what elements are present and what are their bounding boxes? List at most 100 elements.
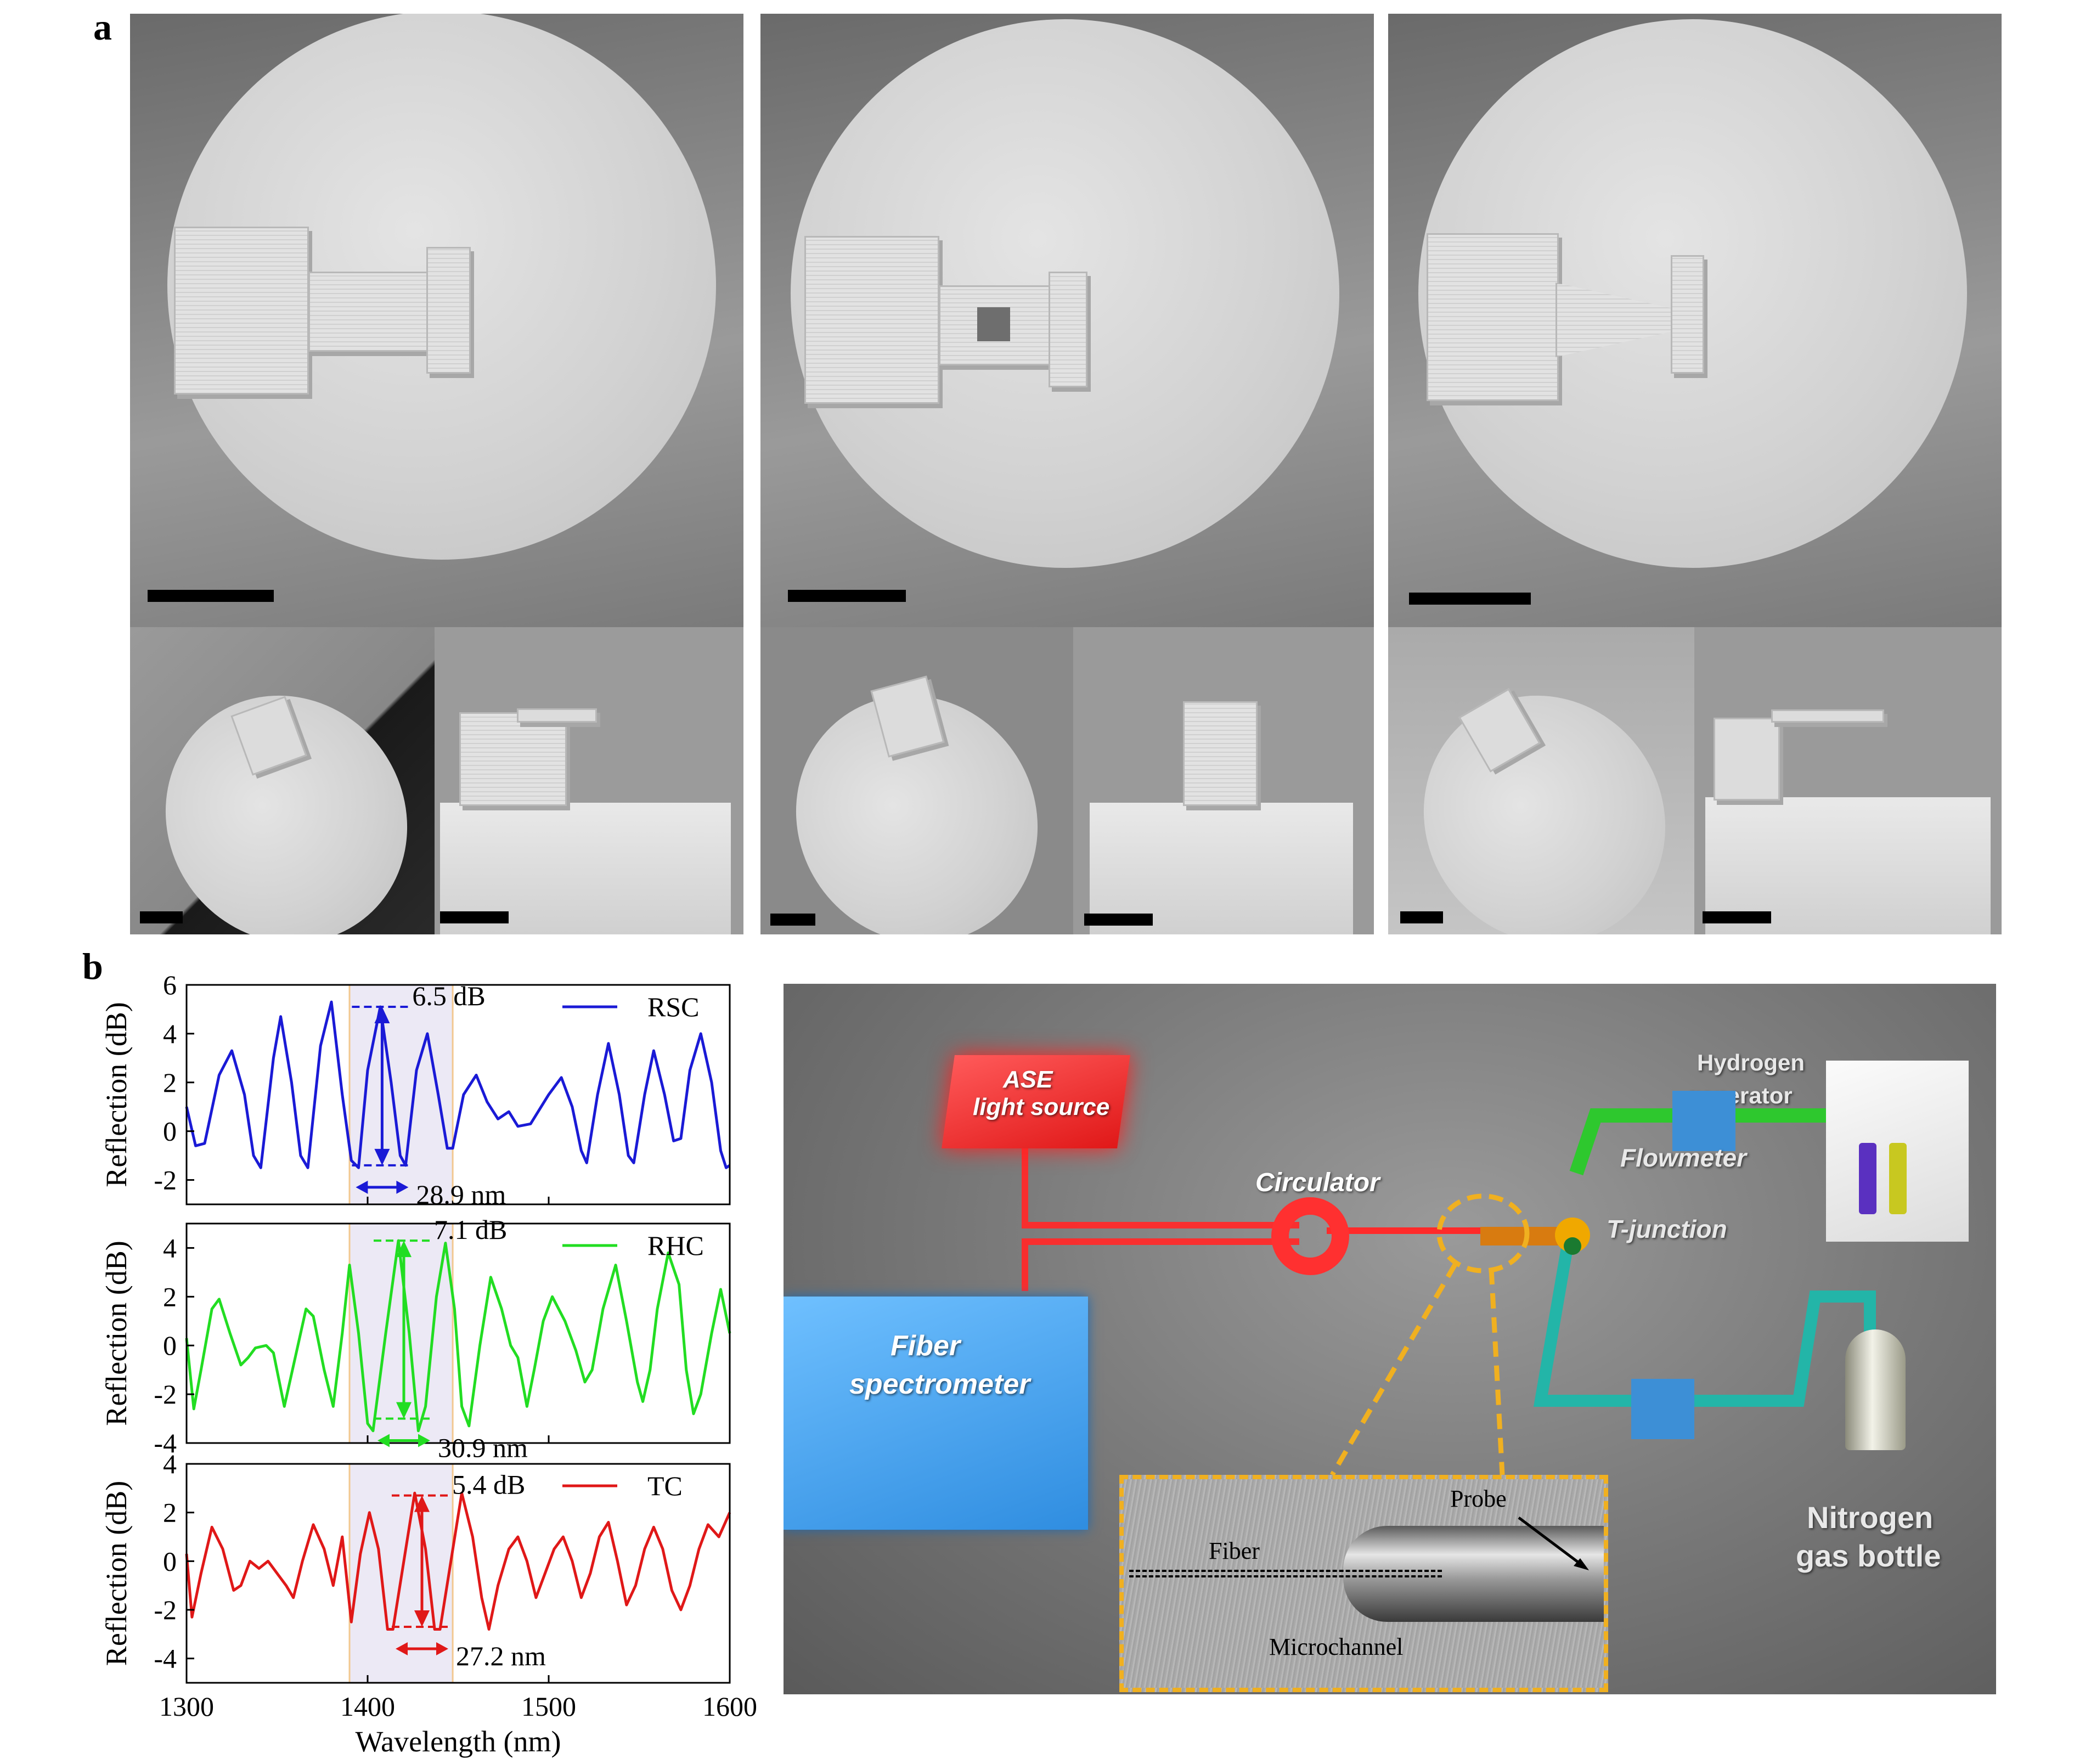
fwhm-arrow-head-right — [418, 1434, 430, 1447]
scale-bar — [140, 911, 183, 923]
t-junction-node — [1555, 1218, 1590, 1253]
depth-arrow-head-up — [396, 1241, 412, 1258]
y-tick-label: -2 — [154, 1594, 177, 1625]
y-tick-label: 4 — [163, 1449, 177, 1479]
depth-annotation: 5.4 dB — [452, 1469, 525, 1500]
depth-annotation: 7.1 dB — [434, 1214, 507, 1245]
sem-top-view-tc — [1388, 14, 2002, 627]
x-tick-label: 1600 — [702, 1691, 757, 1722]
sample-tube-yellow — [1889, 1143, 1907, 1214]
side-beam — [1771, 709, 1884, 723]
side-beam — [517, 708, 597, 723]
circulator-label: Circulator — [1255, 1168, 1380, 1197]
plot-frame — [185, 984, 731, 1205]
depth-annotation: 6.5 dB — [412, 980, 485, 1011]
y-tick-label: 0 — [163, 1546, 177, 1576]
zoom-line-right — [1489, 1269, 1505, 1475]
depth-arrow-head-down — [396, 1402, 412, 1419]
inset-fiber-label: Fiber — [1209, 1537, 1260, 1564]
y-tick-label: 2 — [163, 1067, 177, 1098]
x-tick-label: 1400 — [340, 1691, 395, 1722]
probe-arrow — [1518, 1517, 1589, 1570]
panel-label-a: a — [93, 6, 112, 48]
legend-label: RSC — [647, 991, 700, 1022]
fiber-spectrometer-box — [784, 1297, 1088, 1530]
side-block — [1714, 718, 1780, 801]
sample-tube-purple — [1859, 1143, 1876, 1214]
fiber-tilted — [130, 648, 435, 934]
square-hole — [977, 307, 1010, 341]
fwhm-arrow-head-left — [356, 1180, 368, 1194]
plot-frame — [185, 1222, 731, 1444]
fwhm-arrow-head-right — [396, 1180, 409, 1194]
series-line-tc — [185, 1491, 731, 1631]
t-junction-label: T-junction — [1607, 1215, 1727, 1243]
fwhm-annotation: 27.2 nm — [456, 1641, 546, 1671]
scale-bar — [788, 590, 906, 602]
scale-bar — [770, 914, 815, 926]
ase-label-line1: ASE — [1003, 1066, 1053, 1093]
fiber-guide-line-2 — [1129, 1575, 1442, 1577]
scale-bar — [1400, 911, 1443, 923]
nitrogen-gas-bottle — [1845, 1329, 1906, 1450]
x-tick-label: 1300 — [159, 1691, 214, 1722]
sem-top-view-rsc — [130, 14, 743, 627]
fiber-side — [1090, 803, 1353, 934]
scale-bar — [1084, 914, 1153, 926]
scale-bar — [440, 911, 509, 923]
spectrometer-label-line1: Fiber — [891, 1330, 961, 1362]
ase-label-line2: light source — [973, 1094, 1110, 1120]
scale-bar — [1409, 593, 1531, 605]
nitrogen-line — [1533, 1241, 1876, 1407]
depth-arrow-head-up — [414, 1495, 430, 1512]
flowmeter-nitrogen — [1631, 1379, 1694, 1439]
fwhm-arrow-head-left — [396, 1642, 408, 1656]
y-tick-label: -2 — [154, 1379, 177, 1410]
y-tick-label: 0 — [163, 1330, 177, 1361]
cantilever-base-block — [1427, 233, 1559, 401]
cantilever-base-block — [804, 236, 939, 404]
y-axis-label: Reflection (dB) — [100, 1241, 133, 1425]
fwhm-arrow-head-left — [377, 1434, 390, 1447]
t-junction-port — [1564, 1237, 1581, 1255]
plot-frame — [185, 1463, 731, 1684]
x-axis-label: Wavelength (nm) — [355, 1725, 561, 1758]
side-block — [459, 712, 567, 806]
y-tick-label: -2 — [154, 1165, 177, 1196]
gas-sensing-setup-diagram: ASE light source Circulator Fiber spectr… — [784, 984, 1996, 1694]
inset-microchannel-label: Microchannel — [1269, 1633, 1404, 1660]
depth-arrow-head-up — [374, 1007, 390, 1023]
y-axis-label: Reflection (dB) — [100, 1481, 133, 1666]
sem-side-view-rsc — [435, 627, 743, 934]
x-tick-label: 1500 — [521, 1691, 576, 1722]
nitrogen-label-line2: gas bottle — [1796, 1538, 1941, 1573]
fwhm-annotation: 30.9 nm — [438, 1433, 528, 1463]
hydrogen-label-line1: Hydrogen — [1697, 1050, 1805, 1075]
fiber-guide-line — [1129, 1570, 1442, 1572]
probe-inset-photo: Probe Fiber Microchannel — [1119, 1475, 1608, 1692]
y-tick-label: -4 — [154, 1643, 177, 1674]
nitrogen-label-line1: Nitrogen — [1807, 1500, 1934, 1535]
y-tick-label: 4 — [163, 1018, 177, 1049]
legend-label: RHC — [647, 1230, 704, 1261]
hydrogen-line — [1569, 1108, 1826, 1176]
sem-top-view-rhc — [760, 14, 1374, 627]
flowmeter-hydrogen — [1672, 1091, 1735, 1151]
sem-tilted-view-tc — [1388, 627, 1694, 934]
y-tick-label: 6 — [163, 970, 177, 1000]
spectrometer-label-line2: spectrometer — [849, 1368, 1030, 1400]
probe-highlight-circle — [1436, 1193, 1530, 1273]
flowmeter-label: Flowmeter — [1620, 1143, 1747, 1172]
inset-probe-label: Probe — [1450, 1485, 1507, 1512]
series-line-rsc — [185, 1000, 731, 1169]
y-axis-label: Reflection (dB) — [100, 1002, 133, 1187]
scale-bar — [148, 590, 274, 602]
y-tick-label: -4 — [154, 1428, 177, 1458]
fwhm-annotation: 28.9 nm — [416, 1179, 506, 1210]
depth-arrow-head-down — [414, 1610, 430, 1627]
sem-side-view-rhc — [1073, 627, 1374, 934]
series-line-rhc — [185, 1239, 731, 1433]
cantilever-tip — [1049, 272, 1087, 387]
fiber-tilted — [1388, 648, 1694, 934]
y-tick-label: 2 — [163, 1497, 177, 1528]
